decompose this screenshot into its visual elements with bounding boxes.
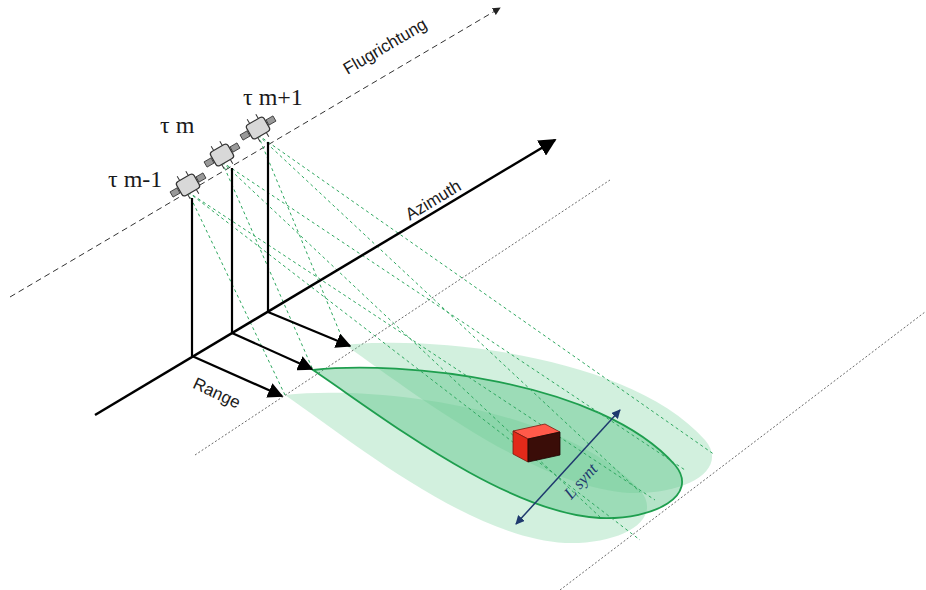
nadir-lines: [192, 142, 268, 356]
flight-path: [10, 8, 500, 297]
azimuth-axis: [95, 140, 555, 415]
time-label: τ m-1: [108, 166, 162, 193]
target-box: [513, 424, 560, 462]
footprint-current: [313, 368, 682, 518]
synthetic-aperture-dimension: [516, 410, 620, 524]
time-label: τ m: [160, 112, 194, 139]
beam-lines: [188, 135, 715, 540]
flight-direction-label: Flugrichtung: [340, 15, 431, 80]
range-label: Range: [190, 374, 244, 413]
time-label: τ m+1: [243, 84, 303, 111]
